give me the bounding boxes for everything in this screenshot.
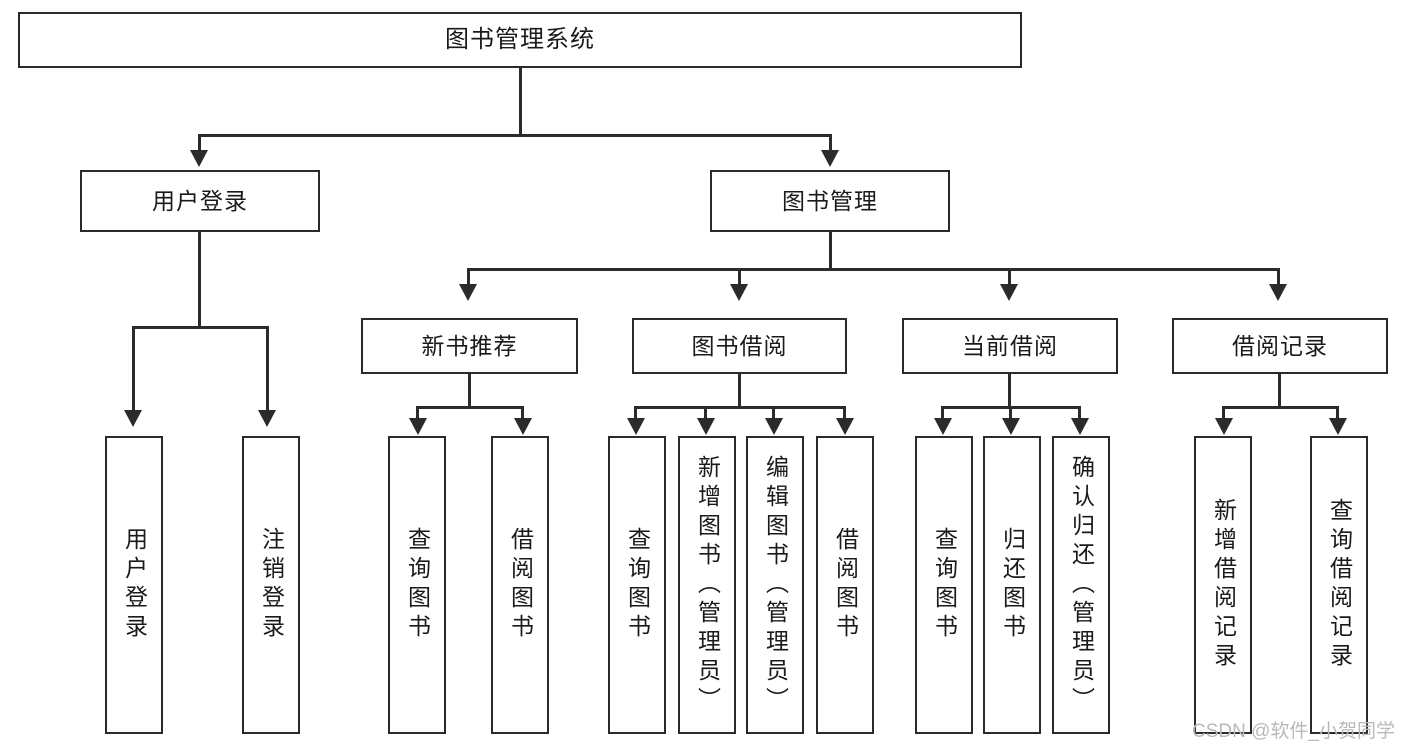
connector-br-drop-2 xyxy=(1336,406,1339,420)
leaf-br-query-record[interactable]: 查询借阅记录 xyxy=(1310,436,1368,734)
arrowhead-book-borrow xyxy=(730,284,748,301)
arrowhead-cb-leaf-1 xyxy=(934,418,952,435)
connector-bm-drop-2 xyxy=(738,268,741,286)
connector-book-management-trunk xyxy=(829,232,832,270)
leaf-label: 用户登录 xyxy=(121,527,148,643)
leaf-label: 归还图书 xyxy=(999,527,1026,643)
connector-book-management-bus xyxy=(467,268,1280,271)
leaf-label: 注销登录 xyxy=(258,527,285,643)
connector-user-login-trunk xyxy=(198,232,201,328)
node-label: 借阅记录 xyxy=(1232,332,1328,359)
leaf-label: 查询图书 xyxy=(624,527,651,643)
connector-bb-drop-4 xyxy=(843,406,846,420)
connector-nbr-drop-1 xyxy=(416,406,419,420)
arrowhead-borrow-record xyxy=(1269,284,1287,301)
connector-nbr-trunk xyxy=(468,374,471,408)
arrowhead-cb-leaf-3 xyxy=(1071,418,1089,435)
node-book-management[interactable]: 图书管理 xyxy=(710,170,950,232)
connector-br-drop-1 xyxy=(1222,406,1225,420)
connector-bb-drop-3 xyxy=(772,406,775,420)
connector-cb-drop-1 xyxy=(941,406,944,420)
node-book-borrow[interactable]: 图书借阅 xyxy=(632,318,847,374)
arrowhead-leaf-user-login-2 xyxy=(258,410,276,427)
leaf-bb-borrow-book[interactable]: 借阅图书 xyxy=(816,436,874,734)
arrowhead-br-leaf-1 xyxy=(1215,418,1233,435)
arrowhead-bb-leaf-2 xyxy=(697,418,715,435)
arrowhead-bb-leaf-3 xyxy=(765,418,783,435)
node-label: 当前借阅 xyxy=(962,332,1058,359)
arrowhead-bb-leaf-1 xyxy=(627,418,645,435)
node-label: 图书管理 xyxy=(782,187,878,214)
connector-bb-bus xyxy=(634,406,846,409)
node-user-login[interactable]: 用户登录 xyxy=(80,170,320,232)
node-root-book-management-system[interactable]: 图书管理系统 xyxy=(18,12,1022,68)
arrowhead-book-management xyxy=(821,150,839,167)
leaf-label: 查询图书 xyxy=(404,527,431,643)
connector-cb-drop-2 xyxy=(1009,406,1012,420)
node-label: 图书借阅 xyxy=(691,332,788,359)
connector-root-bus xyxy=(198,134,832,137)
leaf-label: 查询借阅记录 xyxy=(1326,498,1353,672)
leaf-cb-query-book[interactable]: 查询图书 xyxy=(915,436,973,734)
arrowhead-nbr-leaf-1 xyxy=(409,418,427,435)
connector-user-login-drop-2 xyxy=(266,326,269,412)
connector-bb-trunk xyxy=(738,374,741,408)
connector-bm-drop-3 xyxy=(1008,268,1011,286)
arrowhead-user-login xyxy=(190,150,208,167)
connector-user-login-drop-1 xyxy=(132,326,135,412)
leaf-user-login-logout[interactable]: 注销登录 xyxy=(242,436,300,734)
leaf-nbr-borrow-book[interactable]: 借阅图书 xyxy=(491,436,549,734)
leaf-label: 新增借阅记录 xyxy=(1210,498,1237,672)
leaf-label: 借阅图书 xyxy=(507,527,534,643)
leaf-label: 借阅图书 xyxy=(832,527,859,643)
connector-bb-drop-2 xyxy=(704,406,707,420)
connector-bm-drop-1 xyxy=(467,268,470,286)
connector-bm-drop-4 xyxy=(1277,268,1280,286)
connector-cb-trunk xyxy=(1008,374,1011,408)
connector-cb-drop-3 xyxy=(1078,406,1081,420)
node-new-book-recommend[interactable]: 新书推荐 xyxy=(361,318,578,374)
connector-nbr-bus xyxy=(416,406,524,409)
leaf-br-add-record[interactable]: 新增借阅记录 xyxy=(1194,436,1252,734)
leaf-bb-add-book-admin[interactable]: 新增图书（管理员） xyxy=(678,436,736,734)
connector-root-trunk xyxy=(519,68,522,136)
node-label: 用户登录 xyxy=(152,187,248,214)
arrowhead-leaf-user-login-1 xyxy=(124,410,142,427)
leaf-bb-edit-book-admin[interactable]: 编辑图书（管理员） xyxy=(746,436,804,734)
node-borrow-record[interactable]: 借阅记录 xyxy=(1172,318,1388,374)
leaf-cb-confirm-return-admin[interactable]: 确认归还（管理员） xyxy=(1052,436,1110,734)
leaf-nbr-query-book[interactable]: 查询图书 xyxy=(388,436,446,734)
leaf-bb-query-book[interactable]: 查询图书 xyxy=(608,436,666,734)
leaf-label: 查询图书 xyxy=(931,527,958,643)
node-label: 新书推荐 xyxy=(421,332,518,359)
leaf-label: 新增图书（管理员） xyxy=(694,454,721,716)
arrowhead-nbr-leaf-2 xyxy=(514,418,532,435)
connector-bb-drop-1 xyxy=(634,406,637,420)
arrowhead-br-leaf-2 xyxy=(1329,418,1347,435)
connector-user-login-bus xyxy=(132,326,269,329)
connector-br-trunk xyxy=(1278,374,1281,408)
arrowhead-current-borrow xyxy=(1000,284,1018,301)
connector-root-drop-user-login xyxy=(198,134,201,152)
arrowhead-new-book-recommend xyxy=(459,284,477,301)
connector-br-bus xyxy=(1222,406,1339,409)
node-label: 图书管理系统 xyxy=(445,26,595,53)
node-current-borrow[interactable]: 当前借阅 xyxy=(902,318,1118,374)
connector-root-drop-book-management xyxy=(829,134,832,152)
arrowhead-bb-leaf-4 xyxy=(836,418,854,435)
arrowhead-cb-leaf-2 xyxy=(1002,418,1020,435)
leaf-user-login-login[interactable]: 用户登录 xyxy=(105,436,163,734)
connector-nbr-drop-2 xyxy=(521,406,524,420)
leaf-label: 确认归还（管理员） xyxy=(1068,454,1095,716)
leaf-cb-return-book[interactable]: 归还图书 xyxy=(983,436,1041,734)
leaf-label: 编辑图书（管理员） xyxy=(762,454,789,716)
